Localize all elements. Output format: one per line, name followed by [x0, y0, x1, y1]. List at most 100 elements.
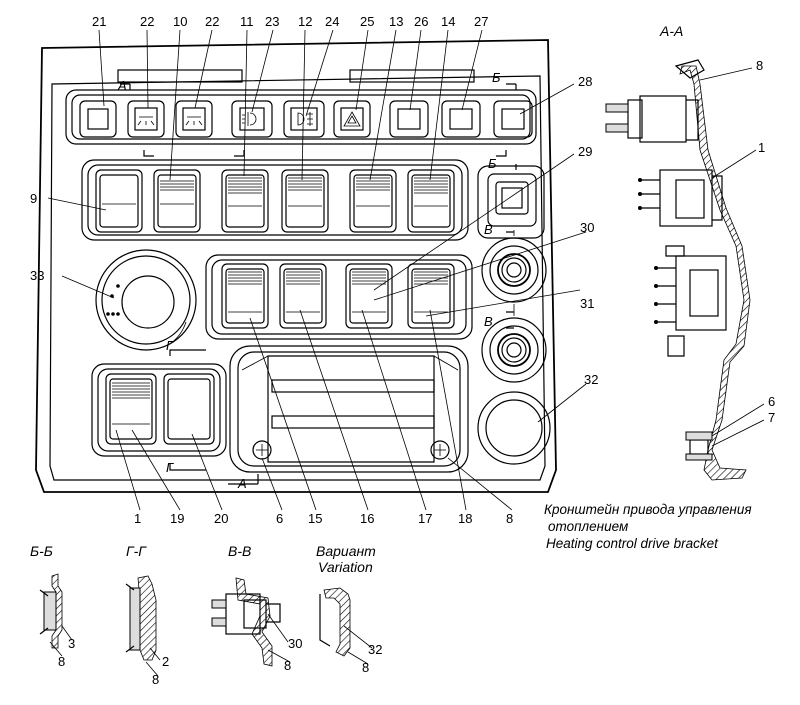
caption-ru-line1: Кронштейн привода управления	[544, 502, 752, 517]
section-vv-title: В-В	[228, 543, 251, 559]
rocker-9	[95, 169, 143, 233]
callout-18: 18	[458, 511, 472, 526]
callout-var-32: 32	[368, 642, 382, 657]
section-markers: А Б Б В В Г Г А	[117, 70, 501, 491]
rocker-16	[279, 263, 327, 329]
callout-13: 13	[389, 14, 403, 29]
small-switch-26	[389, 100, 429, 138]
section-aa-title: А-А	[659, 23, 683, 39]
callout-31: 31	[580, 296, 594, 311]
main-panel	[35, 29, 587, 511]
rocker-13	[349, 169, 397, 233]
callout-22a: 22	[140, 14, 154, 29]
callout-25: 25	[360, 14, 374, 29]
round-knob-33	[95, 249, 197, 351]
small-switch-23	[231, 100, 273, 138]
callout-24: 24	[325, 14, 339, 29]
rocker-20	[163, 373, 215, 445]
marker-b-right: Б	[488, 156, 497, 171]
callout-var-8: 8	[362, 660, 369, 675]
round-knob-30	[481, 230, 547, 310]
callout-vv-30: 30	[288, 636, 302, 651]
small-switch-28	[493, 100, 533, 138]
small-switch-22b	[175, 100, 213, 138]
marker-g-bottom: Г	[166, 460, 174, 475]
callout-labels-bottom: 1 19 20 6 15 16 17 18 8	[134, 511, 513, 526]
round-knob-31	[481, 310, 547, 383]
callout-33: 33	[30, 268, 44, 283]
marker-a-top: А	[117, 78, 127, 93]
callout-9: 9	[30, 191, 37, 206]
marker-v-top: В	[484, 222, 493, 237]
callout-aa-1: 1	[758, 140, 765, 155]
small-switch-25	[333, 100, 371, 138]
callout-aa-7: 7	[768, 410, 775, 425]
section-vv-view	[211, 577, 291, 667]
rocker-row-upper	[81, 159, 469, 241]
callout-gg-2: 2	[162, 654, 169, 669]
small-switch-22a	[127, 100, 165, 138]
callout-17: 17	[418, 511, 432, 526]
rocker-17	[345, 263, 393, 329]
callout-14: 14	[441, 14, 455, 29]
small-section-labels: Б-Б 3 8 Г-Г 2 8 В-В 30 8 Вариант Variati…	[30, 543, 382, 687]
callout-16: 16	[360, 511, 374, 526]
callout-bb-8: 8	[58, 654, 65, 669]
callout-29: 29	[578, 144, 592, 159]
rocker-11	[221, 169, 269, 233]
bracket-caption: Кронштейн привода управления отоплением …	[544, 502, 752, 551]
leader-lines	[47, 29, 587, 511]
callout-bb-3: 3	[68, 636, 75, 651]
round-plug-32	[477, 391, 551, 465]
marker-v-bottom: В	[484, 314, 493, 329]
section-aa-labels: А-А 8 1 6 7	[659, 23, 775, 425]
callout-labels-top: 21 22 10 22 11 23 12 24 25 13 26 14 27	[92, 14, 488, 29]
callout-10: 10	[173, 14, 187, 29]
callout-11: 11	[240, 14, 254, 29]
callout-26: 26	[414, 14, 428, 29]
callout-1: 1	[134, 511, 141, 526]
callout-aa-8: 8	[756, 58, 763, 73]
callout-20: 20	[214, 511, 228, 526]
callout-27: 27	[474, 14, 488, 29]
rocker-row-bottom-left	[91, 363, 227, 457]
callout-12: 12	[298, 14, 312, 29]
callout-30: 30	[580, 220, 594, 235]
callout-21: 21	[92, 14, 106, 29]
section-gg-view	[125, 575, 161, 677]
callout-22b: 22	[205, 14, 219, 29]
callout-23: 23	[265, 14, 279, 29]
rocker-14	[407, 169, 455, 233]
variation-title-ru: Вариант	[316, 543, 376, 559]
small-switch-21	[79, 100, 117, 138]
marker-g-top: Г	[166, 338, 174, 353]
section-gg-title: Г-Г	[126, 543, 147, 559]
caption-ru-line2: отоплением	[548, 519, 628, 534]
callout-labels-side: 9 33 28 29 30 31 32	[30, 74, 598, 387]
rocker-10	[153, 169, 201, 233]
section-variation-view	[319, 587, 373, 665]
callout-aa-6: 6	[768, 394, 775, 409]
top-switch-row	[79, 100, 533, 138]
small-switch-24	[283, 100, 325, 138]
variation-title-en: Variation	[318, 559, 373, 575]
rocker-12	[281, 169, 329, 233]
callout-vv-8: 8	[284, 658, 291, 673]
marker-a-bottom: А	[237, 476, 247, 491]
callout-15: 15	[308, 511, 322, 526]
section-bb-title: Б-Б	[30, 543, 53, 559]
section-lines	[120, 83, 517, 485]
small-switch-27	[441, 100, 481, 138]
marker-b-top: Б	[492, 70, 501, 85]
callout-19: 19	[170, 511, 184, 526]
callout-8: 8	[506, 511, 513, 526]
rocker-row-lower	[205, 254, 473, 340]
rocker-19	[105, 373, 157, 445]
rocker-18	[407, 263, 455, 329]
callout-6: 6	[276, 511, 283, 526]
caption-en: Heating control drive bracket	[546, 536, 719, 551]
section-bb-view	[39, 573, 73, 657]
section-aa-view	[605, 59, 765, 481]
rocker-15	[221, 263, 269, 329]
